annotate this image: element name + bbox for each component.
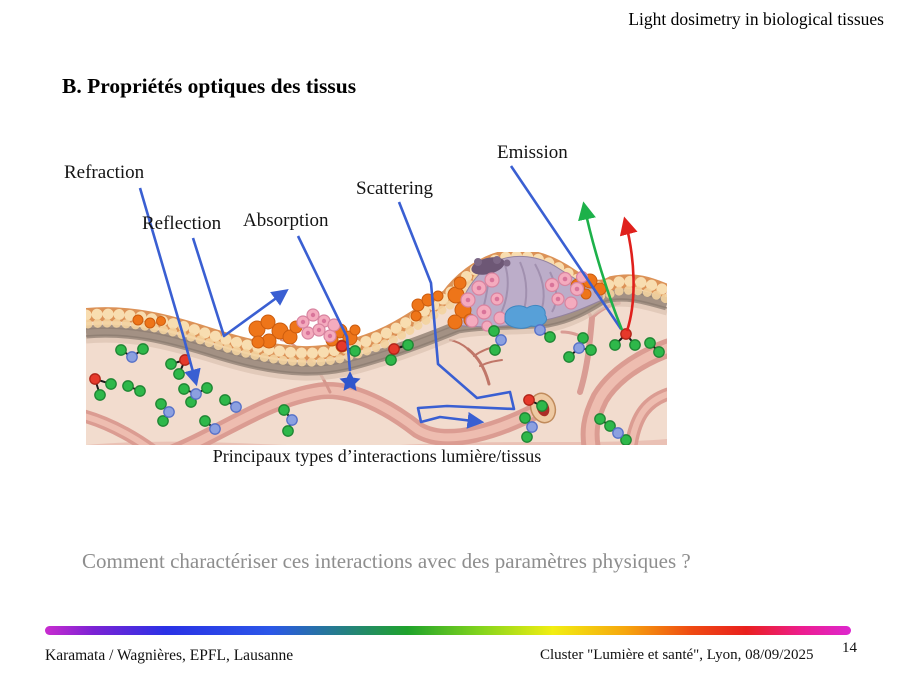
molecules [89, 324, 665, 445]
page-title: B. Propriétés optiques des tissus [62, 74, 357, 98]
question-text: Comment charactériser ces interactions a… [82, 549, 691, 573]
label-refraction: Refraction [64, 162, 145, 183]
rainbow-divider [45, 626, 851, 635]
running-header: Light dosimetry in biological tissues [628, 9, 884, 29]
scattering-path-arrow [397, 201, 516, 429]
figure-caption: Principaux types d’interactions lumière/… [213, 446, 541, 466]
emission-green-arrow [578, 201, 624, 331]
refraction-arrow [138, 187, 201, 387]
label-reflection: Reflection [142, 213, 222, 234]
absorption-pointer [296, 235, 352, 372]
emission-pointer [509, 165, 623, 330]
absorption-star-icon [339, 371, 361, 391]
reflection-arrow [191, 237, 289, 338]
label-emission: Emission [497, 142, 568, 163]
tissue-interactions-figure: Refraction Reflection Absorption Scatter… [64, 142, 667, 466]
page-number: 14 [842, 640, 857, 656]
footer-authors: Karamata / Wagnières, EPFL, Lausanne [45, 647, 294, 664]
footer-event: Cluster "Lumière et santé", Lyon, 08/09/… [540, 647, 814, 663]
emission-red-arrow [619, 216, 638, 332]
label-scattering: Scattering [356, 178, 434, 199]
tissue-cross-section [86, 254, 667, 445]
tumor-blue-patch [504, 304, 547, 329]
label-absorption: Absorption [243, 210, 329, 231]
